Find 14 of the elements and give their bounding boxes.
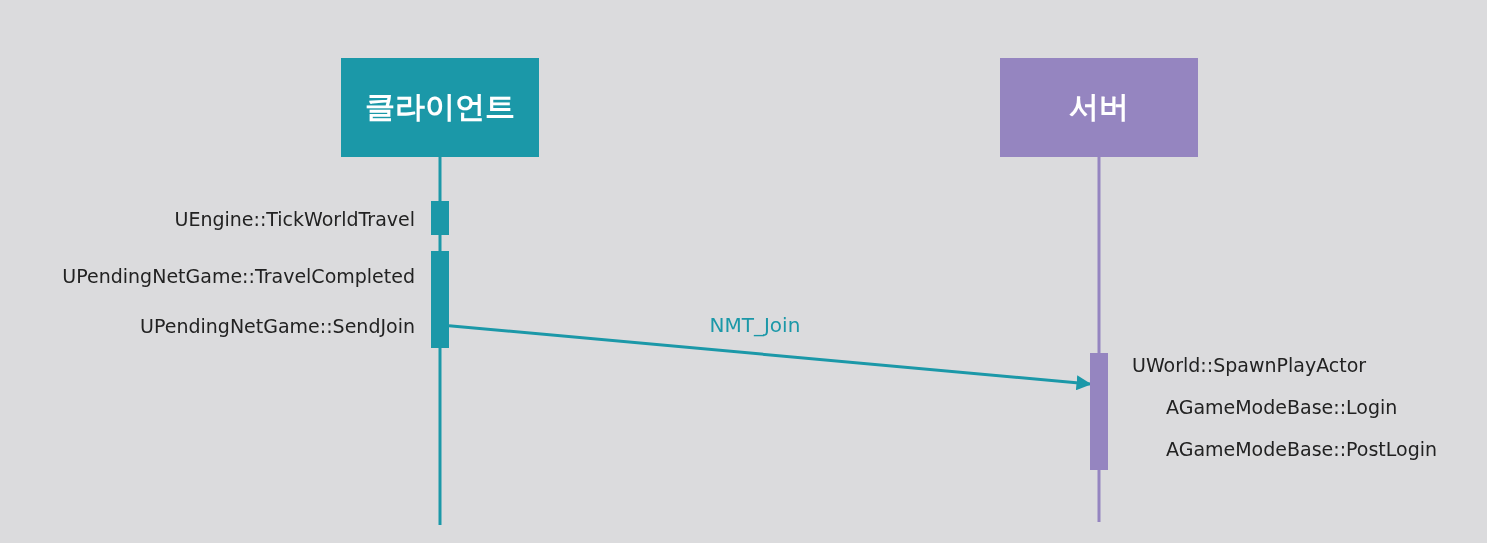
method-name: UPendingNetGame::TravelCompleted	[62, 264, 415, 288]
method-name: AGameModeBase::PostLogin	[1166, 437, 1438, 461]
method-name: UPendingNetGame::SendJoin	[140, 314, 415, 338]
lifeline	[438, 235, 442, 251]
lifeline	[1097, 157, 1101, 353]
lifeline	[1097, 470, 1101, 522]
message-arrow	[448, 324, 1092, 391]
participant-box: 클라이언트	[341, 58, 539, 157]
method-name: UEngine::TickWorldTravel	[174, 207, 415, 231]
lifeline	[438, 348, 442, 525]
method-name: AGameModeBase::Login	[1166, 395, 1398, 419]
lifeline	[438, 157, 442, 201]
participant-box: 서버	[1000, 58, 1198, 157]
method-name: UWorld::SpawnPlayActor	[1132, 353, 1367, 377]
